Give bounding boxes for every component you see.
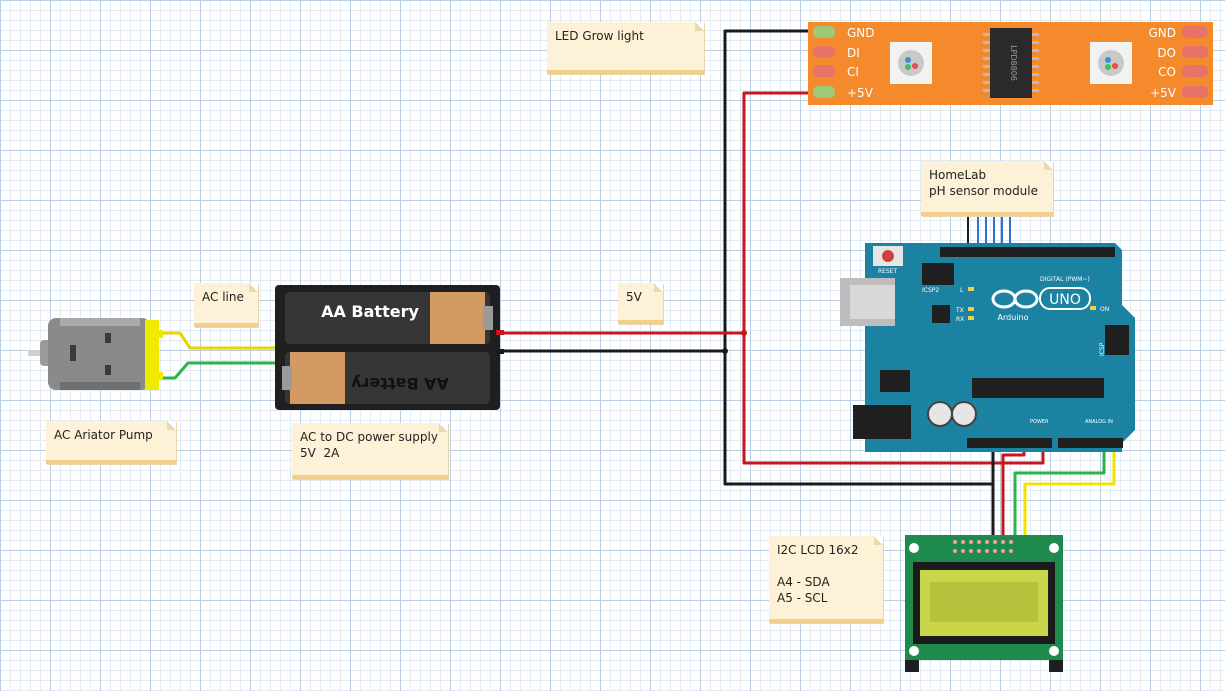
led-pin-gnd-left: GND <box>847 26 875 40</box>
note-ps-line1: AC to DC power supply <box>300 430 438 444</box>
wire-black-led-gnd <box>723 29 813 351</box>
battery-holder: AA Battery AA Battery <box>275 285 504 410</box>
note-acline-text: AC line <box>202 290 244 304</box>
analog-label: ANALOG IN <box>1085 419 1113 425</box>
lcd-display <box>905 535 1063 672</box>
note-ph-line1: HomeLab <box>929 168 987 182</box>
microcontroller-chip <box>972 378 1104 398</box>
wire-yellow-pump <box>160 331 275 350</box>
led-pin-ci: CI <box>847 65 859 79</box>
led-l-label: L <box>960 287 964 294</box>
battery-bottom-label: AA Battery <box>351 374 449 393</box>
note-led-text: LED Grow light <box>555 29 644 43</box>
note-power-supply: AC to DC power supply 5V 2A <box>292 423 448 479</box>
led-pin-co: CO <box>1158 65 1176 79</box>
led-strip-right-pads <box>1182 26 1208 98</box>
pump-motor <box>28 318 163 390</box>
note-ac-line: AC line <box>194 283 258 327</box>
wire-red-main <box>500 331 1045 465</box>
led-pin-do: DO <box>1157 46 1176 60</box>
tx-label: TX <box>955 307 964 314</box>
icsp2-label: ICSP2 <box>922 287 939 294</box>
note-ph-line2: pH sensor module <box>929 184 1039 198</box>
note-lcd-spacer <box>777 558 875 574</box>
note-5v: 5V <box>618 283 663 324</box>
wire-green-pump <box>160 361 275 380</box>
note-lcd-line3: A5 - SCL <box>777 591 828 605</box>
led-pin-di: DI <box>847 46 860 60</box>
note-pump: AC Ariator Pump <box>46 421 176 464</box>
led-strip: LPD8806 GND DI CI +5V GND DO CO +5V <box>808 22 1213 105</box>
wire-yellow-scl <box>1023 441 1116 545</box>
note-led-grow-light: LED Grow light <box>547 22 704 74</box>
arduino-logo: UNO Arduino <box>991 287 1091 322</box>
note-ps-line2: 5V 2A <box>300 446 340 460</box>
note-pump-text: AC Ariator Pump <box>54 428 153 442</box>
led-pin-gnd-right: GND <box>1148 26 1176 40</box>
icsp-label: ICSP <box>1099 342 1106 356</box>
power-label: POWER <box>1030 419 1049 425</box>
power-header <box>967 438 1052 448</box>
note-ph-sensor: HomeLab pH sensor module <box>921 161 1053 216</box>
note-5v-text: 5V <box>626 290 642 304</box>
wire-red-led-5v <box>742 91 813 333</box>
note-lcd-line1: I2C LCD 16x2 <box>777 543 859 557</box>
uno-label: UNO <box>1049 292 1081 308</box>
led-driver-chip: LPD8806 <box>983 28 1039 98</box>
rx-label: RX <box>956 316 964 323</box>
led-2 <box>1090 42 1132 84</box>
wire-junctions <box>722 330 747 354</box>
ph-connector <box>963 250 1015 256</box>
wire-green-sda <box>1013 441 1106 545</box>
led-pin-5v-left: +5V <box>847 86 874 100</box>
digital-header <box>940 247 1115 257</box>
battery-top-label: AA Battery <box>321 302 419 321</box>
led-driver-chip-label: LPD8806 <box>1009 45 1018 81</box>
led-strip-left-pads <box>813 26 835 98</box>
reset-label: RESET <box>878 268 898 275</box>
led-pin-5v-right: +5V <box>1150 86 1177 100</box>
on-label: ON <box>1100 306 1109 313</box>
arduino-uno: RESET ICSP2 DIGITAL (PWM~) L TX RX ON UN… <box>840 243 1135 452</box>
dc-jack <box>853 405 911 439</box>
note-lcd: I2C LCD 16x2 A4 - SDA A5 - SCL <box>769 536 883 623</box>
note-lcd-line2: A4 - SDA <box>777 575 830 589</box>
led-1 <box>890 42 932 84</box>
digital-label: DIGITAL (PWM~) <box>1040 276 1090 283</box>
arduino-brand: Arduino <box>998 313 1029 322</box>
analog-header <box>1058 438 1123 448</box>
